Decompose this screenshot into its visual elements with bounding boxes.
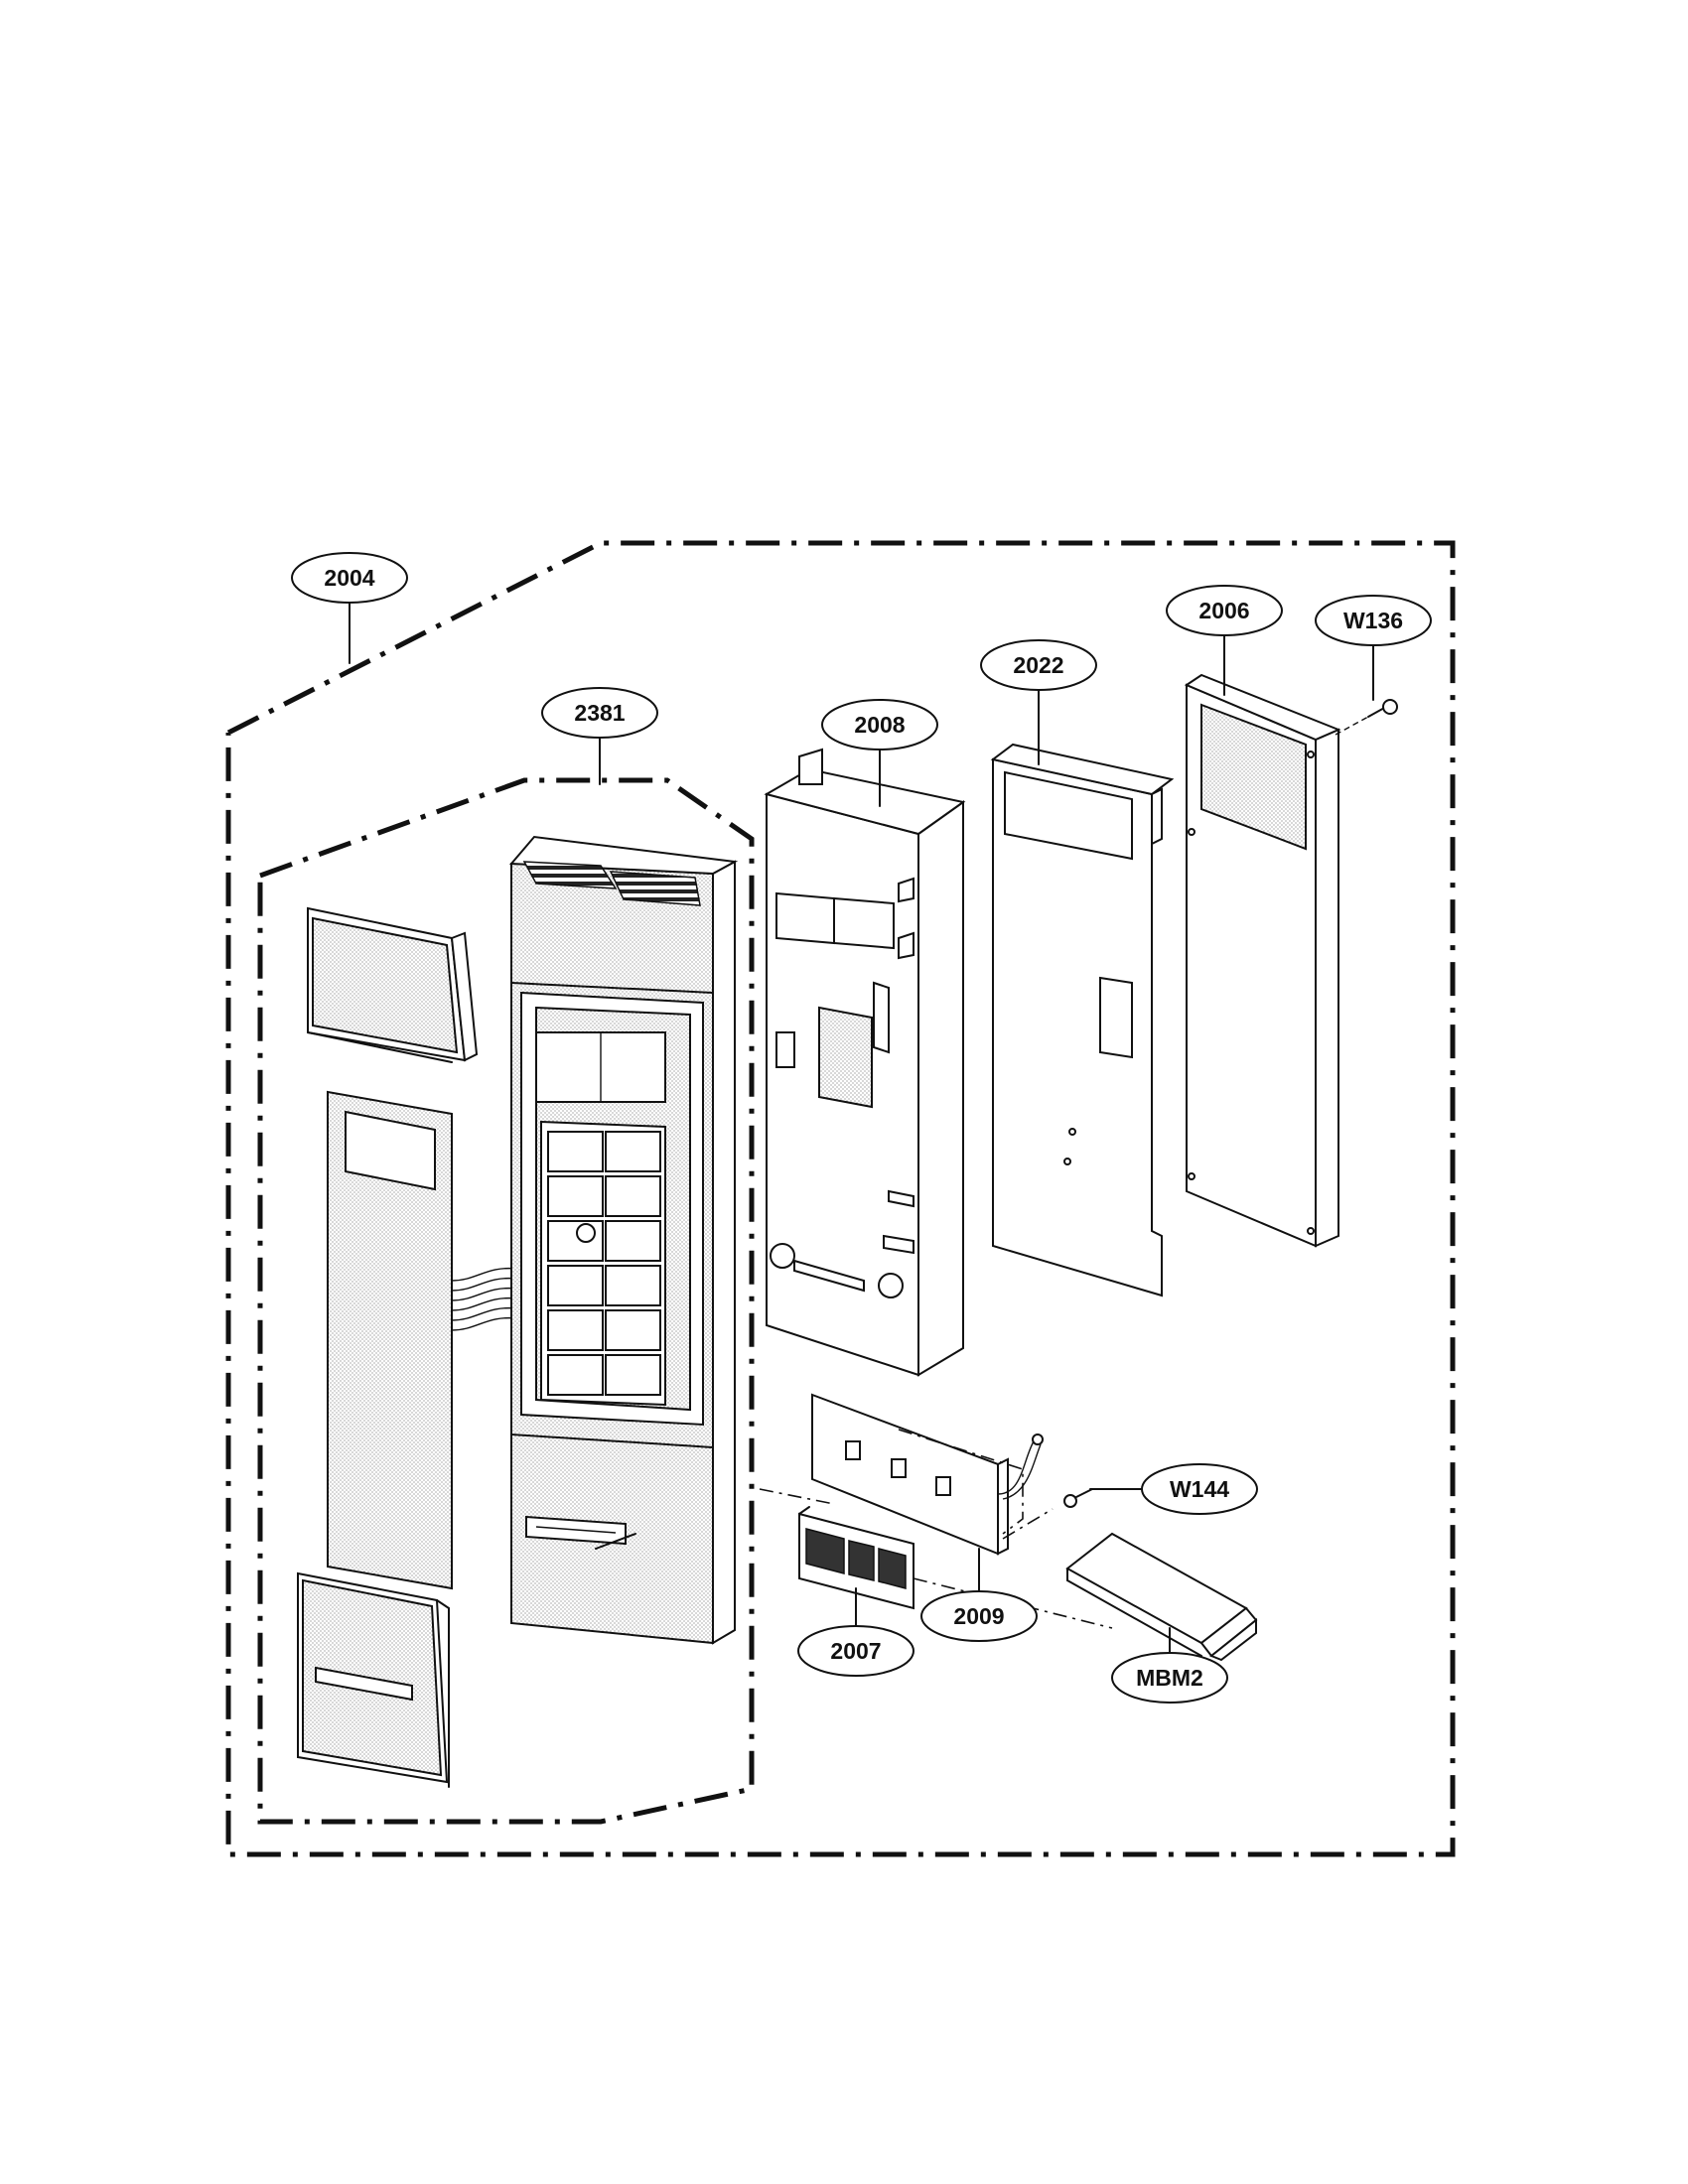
button-holder-2007 <box>798 1506 914 1610</box>
svg-text:MBM2: MBM2 <box>1136 1665 1203 1691</box>
display-window-part <box>307 906 479 1063</box>
screw-w136-icon <box>1335 699 1398 736</box>
switch-board-2009 <box>811 1393 1044 1556</box>
callout-2006: 2006 <box>1166 585 1283 636</box>
callout-w144: W144 <box>1141 1463 1258 1515</box>
svg-text:W144: W144 <box>1170 1476 1229 1502</box>
callout-mbm2: MBM2 <box>1111 1652 1228 1704</box>
membrane-keypad-sheet <box>327 1090 517 1590</box>
pcb-2006 <box>1184 673 1341 1248</box>
svg-text:2022: 2022 <box>1013 652 1063 678</box>
callout-w136: W136 <box>1315 595 1432 646</box>
assembly-guide-lines <box>759 1429 1113 1629</box>
callout-2009: 2009 <box>920 1590 1038 1642</box>
assembly-boundary-2004 <box>225 540 1456 1857</box>
svg-text:2007: 2007 <box>830 1638 881 1664</box>
keypad-button-grid <box>547 1131 661 1396</box>
callout-2022: 2022 <box>980 639 1097 691</box>
front-frame-bottom <box>510 1433 714 1550</box>
callout-2008: 2008 <box>821 699 938 751</box>
manual-booklet-mbm2 <box>1065 1532 1258 1662</box>
svg-text:2381: 2381 <box>574 700 625 726</box>
screw-w144-icon <box>1063 1488 1093 1508</box>
svg-text:2008: 2008 <box>854 712 905 738</box>
svg-text:2004: 2004 <box>324 565 374 591</box>
callout-2381: 2381 <box>541 687 658 739</box>
callout-2004: 2004 <box>291 552 408 604</box>
svg-text:2009: 2009 <box>953 1603 1004 1629</box>
inner-chassis-2008 <box>764 748 966 1377</box>
svg-text:W136: W136 <box>1343 608 1403 633</box>
bottom-button-panel <box>297 1571 450 1788</box>
circuit-sheet-2022 <box>990 743 1175 1297</box>
callout-2007: 2007 <box>797 1625 914 1677</box>
svg-text:2006: 2006 <box>1198 598 1249 623</box>
assembly-boundary-2381 <box>257 777 755 1825</box>
